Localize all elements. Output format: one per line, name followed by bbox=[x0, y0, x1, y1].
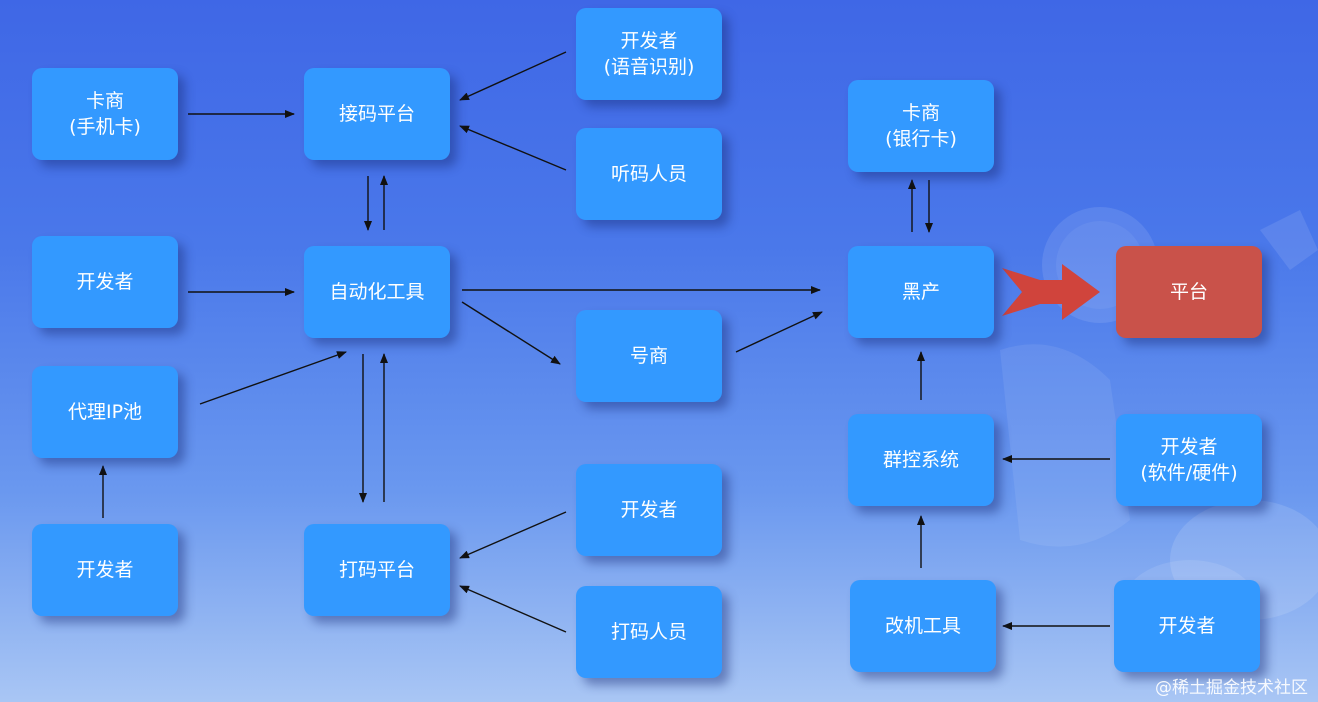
edge-automation-to-account-seller bbox=[461, 301, 561, 365]
node-card-phone: 卡商 (手机卡) bbox=[32, 68, 178, 160]
edge-dev3-to-captcha bbox=[459, 511, 567, 559]
edge-proxy-to-automation bbox=[199, 351, 347, 405]
edge-listener-to-code bbox=[459, 125, 567, 171]
node-black-market: 黑产 bbox=[848, 246, 994, 338]
node-developer-2: 开发者 bbox=[32, 524, 178, 616]
node-card-bank: 卡商 (银行卡) bbox=[848, 80, 994, 172]
edge-account-seller-to-black-market bbox=[735, 311, 823, 353]
edge-captcha-worker-to-captcha bbox=[459, 585, 567, 633]
node-device-modify-tool: 改机工具 bbox=[850, 580, 996, 672]
node-account-seller: 号商 bbox=[576, 310, 722, 402]
node-developer-sw-hw: 开发者 (软件/硬件) bbox=[1116, 414, 1262, 506]
node-code-receiving-platform: 接码平台 bbox=[304, 68, 450, 160]
node-developer-4: 开发者 bbox=[1114, 580, 1260, 672]
node-captcha-platform: 打码平台 bbox=[304, 524, 450, 616]
node-group-control-system: 群控系统 bbox=[848, 414, 994, 506]
node-automation-tool: 自动化工具 bbox=[304, 246, 450, 338]
node-code-listener: 听码人员 bbox=[576, 128, 722, 220]
node-captcha-worker: 打码人员 bbox=[576, 586, 722, 678]
node-developer-3: 开发者 bbox=[576, 464, 722, 556]
node-platform: 平台 bbox=[1116, 246, 1262, 338]
node-proxy-ip-pool: 代理IP池 bbox=[32, 366, 178, 458]
node-developer-voice: 开发者 (语音识别) bbox=[576, 8, 722, 100]
big-arrow-black-market-to-platform bbox=[1002, 264, 1100, 320]
edge-dev-voice-to-code bbox=[459, 51, 567, 101]
watermark: @稀土掘金技术社区 bbox=[1155, 678, 1308, 698]
node-developer-1: 开发者 bbox=[32, 236, 178, 328]
